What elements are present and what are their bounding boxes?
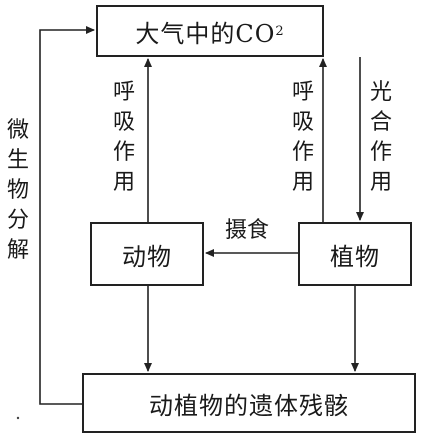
animal-box: 动物 [90, 222, 204, 286]
plant-label: 植物 [330, 242, 380, 271]
co2-label: 大气中的CO [135, 19, 276, 48]
decomposition-label: 微生物分解 [6, 118, 29, 263]
remains-label: 动植物的遗体残骸 [149, 391, 349, 420]
ingestion-label: 摄食 [225, 218, 270, 243]
plant-box: 植物 [298, 222, 412, 286]
plant-respiration-label: 呼吸作用 [291, 80, 314, 195]
photosynthesis-label: 光合作用 [369, 80, 392, 195]
co2-subscript: 2 [275, 23, 285, 39]
animal-label: 动物 [122, 242, 172, 271]
remains-box: 动植物的遗体残骸 [82, 373, 416, 433]
arrow-decomposition [39, 26, 95, 405]
animal-respiration-label: 呼吸作用 [112, 80, 135, 195]
stray-dot [16, 416, 20, 420]
